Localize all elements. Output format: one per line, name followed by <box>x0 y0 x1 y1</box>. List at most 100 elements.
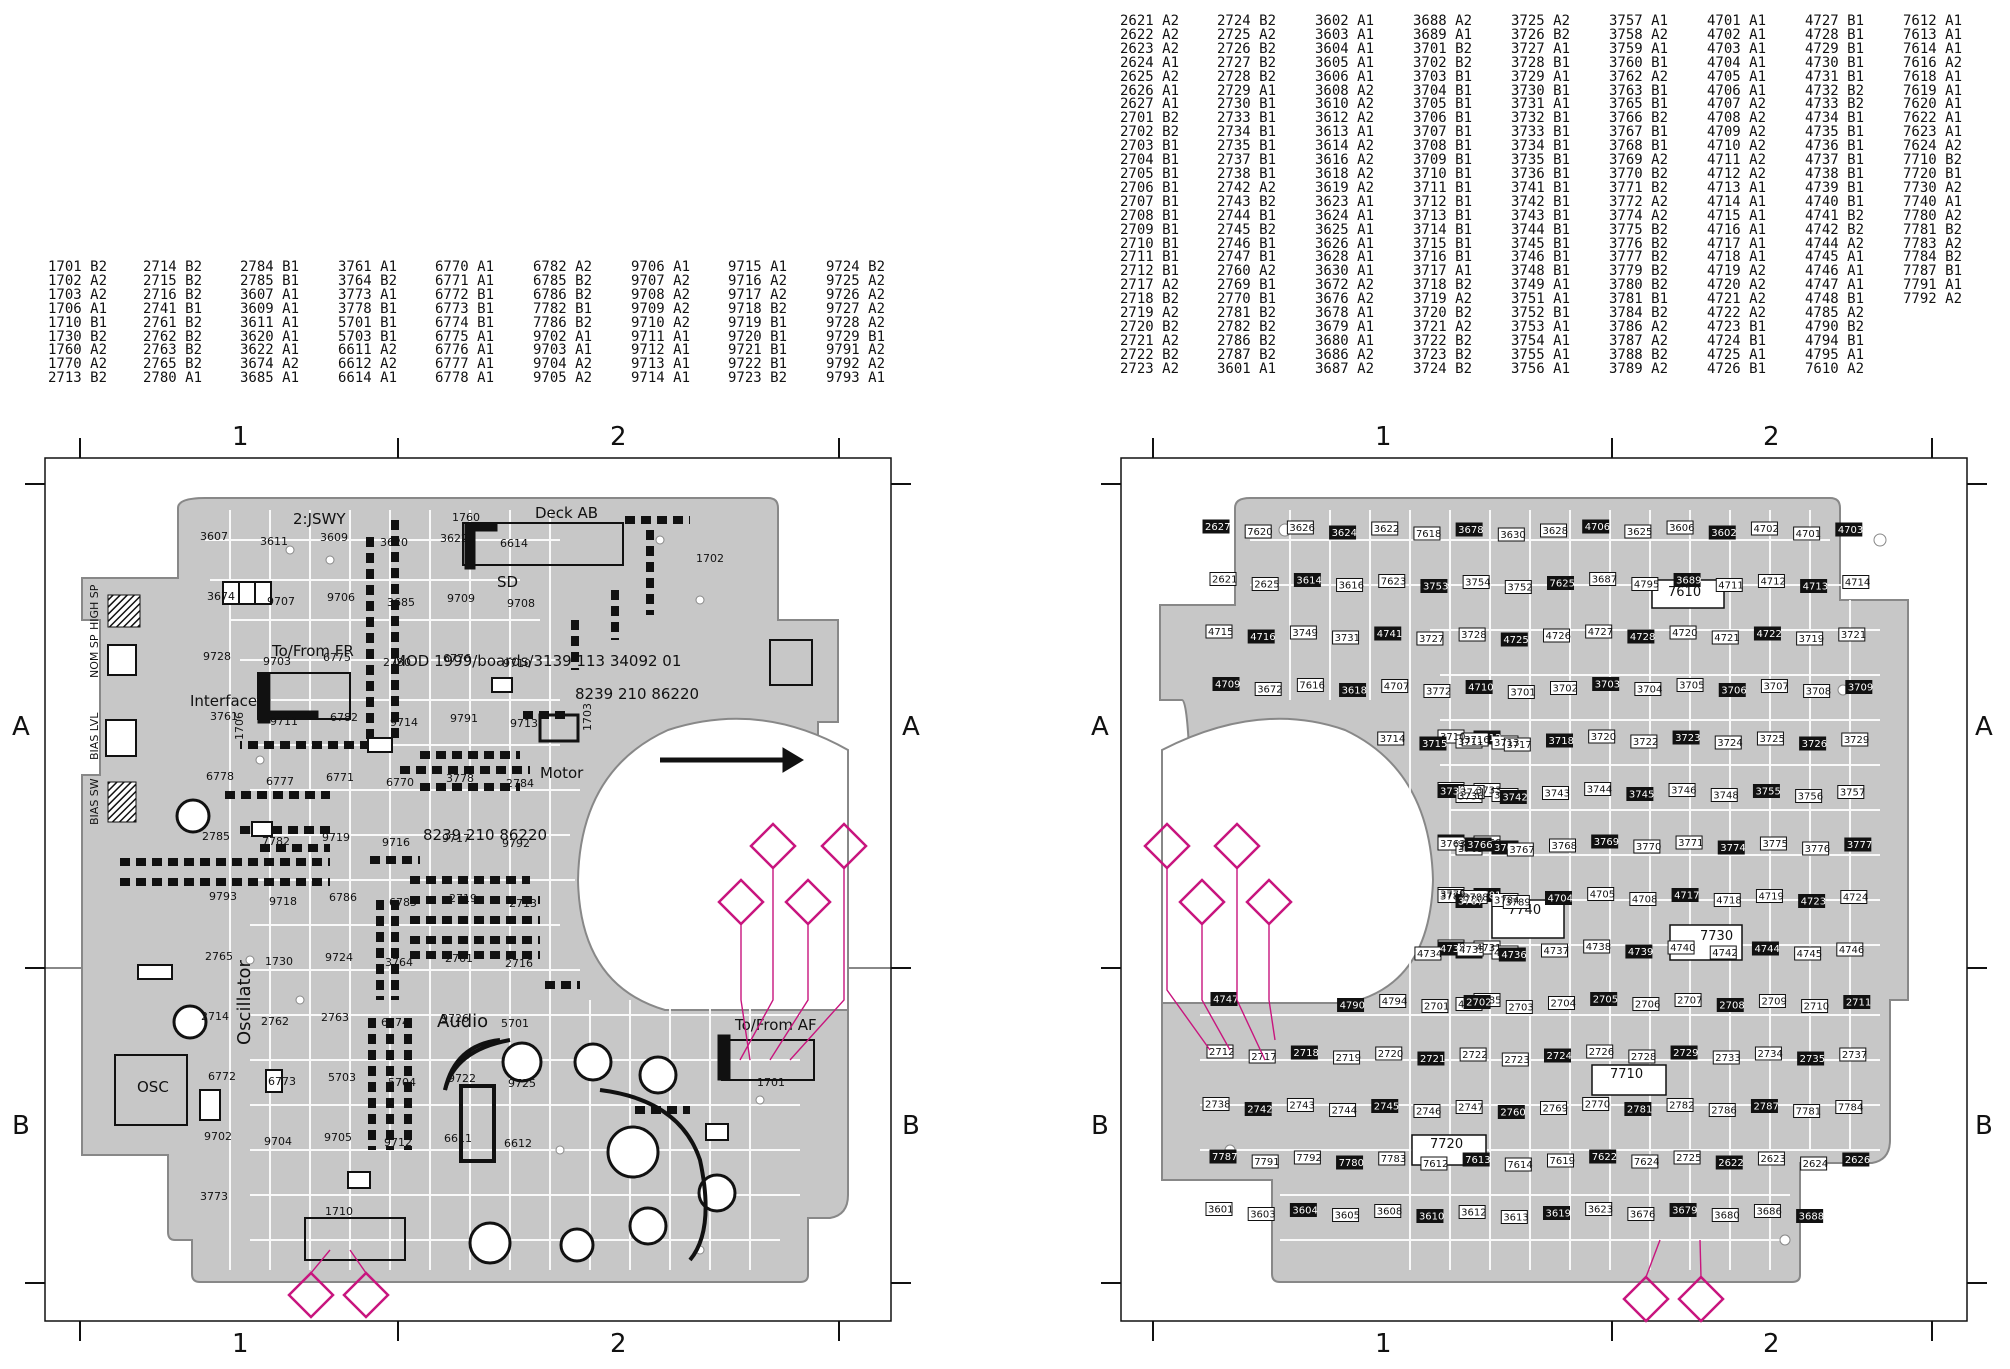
component-designator: 6771 <box>326 771 354 784</box>
smd-part <box>1336 578 1364 592</box>
component-designator: 3753 <box>1423 582 1448 593</box>
component-designator: 3787 <box>1458 897 1483 908</box>
component-designator: 3705 <box>1679 681 1704 692</box>
smd-part <box>1795 789 1823 803</box>
component-designator: 3689 <box>1676 576 1701 587</box>
component-designator: 4728 <box>1630 632 1655 643</box>
location-column: 3761 A1 3764 B2 3773 A1 3778 B1 5701 B1 … <box>338 259 398 387</box>
component-designator: 3769 <box>1594 837 1619 848</box>
smd-part <box>1336 1155 1364 1170</box>
smd-part <box>1800 579 1828 593</box>
smd-part <box>1337 998 1365 1012</box>
component-designator: 3714 <box>1380 734 1405 745</box>
smd-part <box>1755 889 1783 903</box>
smd-part <box>1666 520 1694 535</box>
smd-part <box>1794 946 1822 961</box>
component-designator: 3748 <box>1713 791 1738 802</box>
grid-row-b: B <box>1975 1111 1993 1141</box>
smd-part <box>1293 573 1321 587</box>
location-column: 3602 A1 3603 A1 3604 A1 3605 A1 3606 A1 … <box>1315 13 1375 377</box>
smd-part <box>1501 1052 1529 1067</box>
smd-part <box>1497 527 1525 542</box>
smd-part <box>1715 1155 1743 1170</box>
component-designator: 3607 <box>200 530 228 543</box>
component-designator: 3611 <box>260 535 288 548</box>
board-code-label: 8239 210 86220 <box>575 685 699 703</box>
smd-part <box>1708 525 1736 540</box>
component-designator: 7787 <box>1212 1152 1237 1163</box>
component-designator: 3720 <box>1591 732 1616 743</box>
location-column: 9715 A1 9716 A2 9717 A2 9718 B2 9719 B1 … <box>728 259 788 387</box>
smd-part <box>1547 1153 1574 1168</box>
component-designator: 3764 <box>385 956 413 969</box>
smd-part <box>1375 1046 1403 1061</box>
smd-part <box>1540 523 1567 538</box>
component-designator: 3754 <box>1465 578 1490 589</box>
component-designator: 2786 <box>1711 1106 1736 1117</box>
smd-part <box>1843 995 1871 1009</box>
smd-part <box>1286 1098 1314 1112</box>
component-designator: 9710 <box>503 657 531 670</box>
smd-part <box>1371 1099 1399 1113</box>
side-label: NOM SP <box>88 634 101 678</box>
component-designator: 4709 <box>1215 680 1240 691</box>
smd-part <box>1836 942 1864 957</box>
smd-part <box>1796 631 1824 646</box>
smd-part <box>1462 1152 1490 1167</box>
connector-1701 <box>717 1034 731 1081</box>
component-designator: 6770 <box>386 776 414 789</box>
component-designator: 3780 <box>1458 895 1483 906</box>
component-designator: 2719 <box>1336 1053 1361 1064</box>
component-designator: 4795 <box>1634 580 1659 591</box>
smd-part <box>1585 624 1613 639</box>
component-designator: 2733 <box>1715 1053 1740 1064</box>
smd-part <box>1543 1206 1570 1220</box>
component-designator: 6772 <box>208 1070 236 1083</box>
smd-part <box>1205 1202 1233 1216</box>
osc-box <box>114 1054 188 1126</box>
component-designator: 4748 <box>1458 1000 1483 1011</box>
component-designator: 3731 <box>1335 633 1360 644</box>
component-designator: 3614 <box>1296 576 1321 587</box>
component-designator: 9703 <box>263 655 291 668</box>
smd-part <box>1673 573 1701 587</box>
to-from-af-label: To/From AF <box>734 1016 817 1034</box>
electrolytic-capacitors <box>172 798 737 1265</box>
grid-col-1: 1 <box>232 422 249 452</box>
smd-part <box>1586 1044 1614 1059</box>
component-designator: 4722 <box>1756 629 1781 640</box>
component-designator: 7781 <box>1796 1107 1821 1118</box>
location-column: 2724 B2 2725 A2 2726 B2 2727 B2 2728 B2 … <box>1217 13 1277 377</box>
component-designator: 4741 <box>1377 629 1402 640</box>
smd-part <box>1629 892 1657 906</box>
component-designator: 6612 <box>504 1137 532 1150</box>
smd-part <box>1374 1204 1402 1218</box>
component-designator: 2705 <box>1593 995 1618 1006</box>
connector-1760-body <box>464 522 498 532</box>
smd-part <box>1293 1150 1321 1165</box>
component-designator: 9717 <box>442 832 470 845</box>
component-designator: 4736 <box>1501 950 1526 961</box>
smd-part <box>1289 1203 1317 1217</box>
smd-part <box>1588 729 1616 744</box>
component-designator: 2703 <box>1508 1003 1533 1014</box>
smd-part <box>1202 1097 1230 1111</box>
pad <box>105 719 137 757</box>
smd-part <box>1505 1000 1533 1014</box>
component-designator: 2784 <box>506 777 534 790</box>
component-designator: 2626 <box>1845 1155 1870 1166</box>
smd-part <box>1711 1208 1739 1222</box>
component-designator: 9713 <box>510 717 538 730</box>
component-designator: 4727 <box>1588 627 1613 638</box>
grid-col-2: 2 <box>610 422 627 452</box>
component-designator: 4737 <box>1544 946 1569 957</box>
component-designator: 3703 <box>1595 680 1620 691</box>
component-designator: 3713 <box>1494 738 1519 749</box>
component-designator: 4708 <box>1632 895 1657 906</box>
smd-part <box>1627 1207 1655 1221</box>
component-designator: 9716 <box>382 836 410 849</box>
location-column: 1701 B2 1702 A2 1703 A2 1706 A1 1710 B1 … <box>48 259 108 387</box>
component-designator: 2782 <box>1669 1101 1694 1112</box>
smd-part <box>1460 890 1488 904</box>
component-designator: 4705 <box>1590 890 1615 901</box>
